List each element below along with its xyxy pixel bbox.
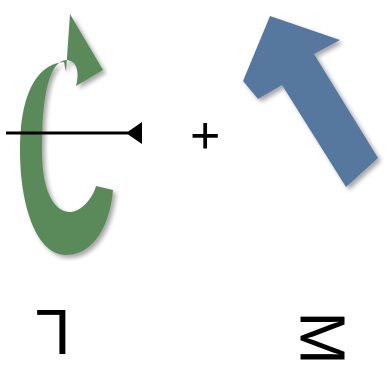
label-left: L [35,296,71,368]
plus-operator: + [190,107,221,165]
axis-line [6,122,142,144]
rotation-arrow-icon [20,14,113,255]
translation-arrow-icon [243,16,378,187]
label-right: M [286,311,359,365]
